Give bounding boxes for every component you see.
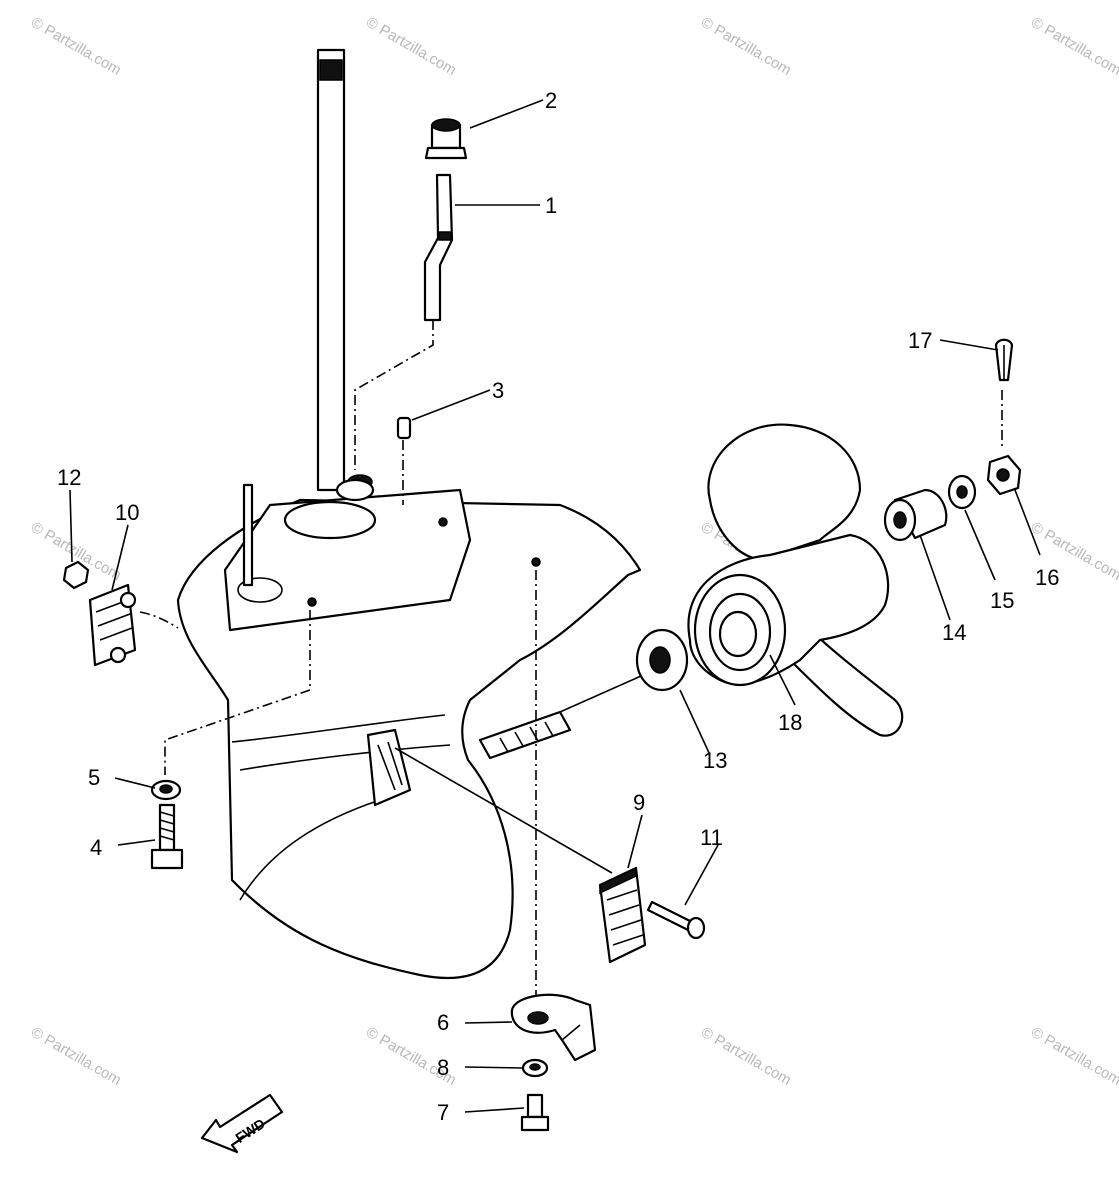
callout-8: 8 (437, 1055, 449, 1080)
lower-unit-housing (176, 474, 642, 980)
callout-18: 18 (778, 710, 802, 735)
part-18-propeller (687, 423, 904, 737)
part-9-anode (598, 866, 647, 964)
callout-16: 16 (1035, 565, 1059, 590)
part-13-thrust-washer (635, 628, 689, 692)
part-11-screw (646, 900, 706, 940)
part-3-dowel-pin (396, 416, 412, 440)
part-4-bolt (150, 803, 184, 870)
callout-1: 1 (545, 193, 557, 218)
part-1-water-tube (423, 173, 454, 322)
callout-6: 6 (437, 1010, 449, 1035)
callout-3: 3 (492, 378, 504, 403)
callout-7: 7 (437, 1100, 449, 1125)
watermark: © Partzilla.com (28, 14, 124, 79)
callout-14: 14 (942, 620, 966, 645)
part-10-anode (88, 583, 137, 667)
part-2-grommet (424, 118, 468, 160)
callout-4: 4 (90, 835, 102, 860)
callout-leaders (69, 99, 1041, 1113)
part-14-spacer (883, 488, 948, 542)
callout-numbers: 1 2 3 4 5 6 7 8 9 10 11 12 13 14 15 16 1… (57, 88, 1059, 1125)
watermark: © Partzilla.com (1028, 1024, 1119, 1089)
watermark: © Partzilla.com (698, 1024, 794, 1089)
callout-10: 10 (115, 500, 139, 525)
part-5-washer (150, 779, 182, 801)
part-8-washer (521, 1058, 549, 1078)
watermark: © Partzilla.com (698, 14, 794, 79)
propeller-shaft (478, 710, 572, 760)
drive-shaft (316, 48, 346, 492)
part-12-nut (62, 560, 90, 590)
callout-2: 2 (545, 88, 557, 113)
part-15-washer (947, 474, 977, 510)
callout-17: 17 (908, 328, 932, 353)
part-6-trim-tab (510, 993, 597, 1062)
callout-11: 11 (700, 825, 723, 850)
callout-15: 15 (990, 588, 1014, 613)
part-7-bolt (520, 1093, 550, 1132)
assembly-lines (139, 320, 1003, 1005)
callout-5: 5 (88, 765, 100, 790)
callout-13: 13 (703, 748, 727, 773)
watermark: © Partzilla.com (1028, 14, 1119, 79)
fwd-arrow: FWD (200, 1093, 284, 1154)
watermark: © Partzilla.com (363, 14, 459, 79)
part-16-castle-nut (986, 454, 1022, 496)
callout-12: 12 (57, 465, 81, 490)
part-17-cotter-pin (994, 338, 1014, 382)
watermark: © Partzilla.com (28, 1024, 124, 1089)
callout-9: 9 (633, 790, 645, 815)
